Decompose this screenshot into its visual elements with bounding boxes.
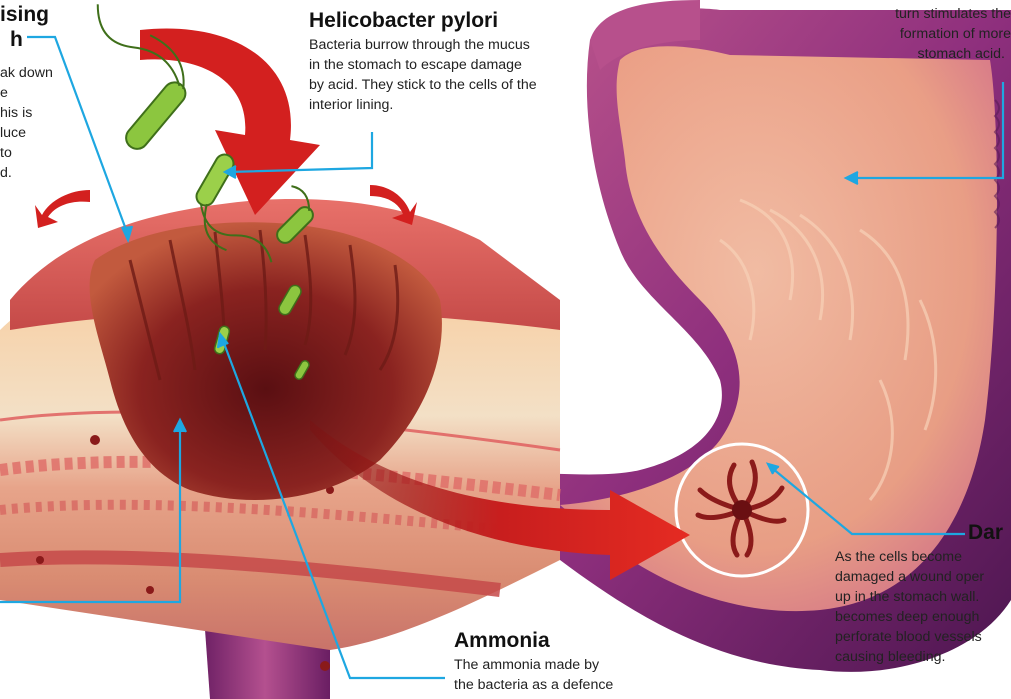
damage-title: Dar bbox=[968, 522, 1003, 544]
raising-body-line: luce bbox=[0, 123, 53, 143]
raising-label: ising h ak down e his is luce to d. bbox=[0, 4, 53, 183]
damage-body-line: damaged a wound oper bbox=[835, 567, 1003, 587]
helicobacter-body-line: by acid. They stick to the cells of the bbox=[309, 75, 537, 95]
damage-body-line: becomes deep enough bbox=[835, 607, 1003, 627]
ammonia-body-line: The ammonia made by bbox=[454, 655, 613, 675]
acid-label: turn stimulates the formation of more st… bbox=[895, 4, 1011, 64]
ammonia-title: Ammonia bbox=[454, 630, 613, 652]
acid-body-line: turn stimulates the bbox=[895, 4, 1011, 24]
raising-title-1: ising bbox=[0, 4, 53, 26]
damage-body-line: causing bleeding. bbox=[835, 647, 1003, 667]
raising-body-line: his is bbox=[0, 103, 53, 123]
damage-body-line: up in the stomach wall. bbox=[835, 587, 1003, 607]
raising-body-line: e bbox=[0, 83, 53, 103]
damage-body-line: As the cells become bbox=[835, 547, 1003, 567]
raising-body-line: ak down bbox=[0, 63, 53, 83]
helicobacter-body-line: in the stomach to escape damage bbox=[309, 55, 537, 75]
helicobacter-label: Helicobacter pylori Bacteria burrow thro… bbox=[309, 10, 537, 115]
ammonia-label: Ammonia The ammonia made by the bacteria… bbox=[454, 630, 613, 695]
damage-label: Dar As the cells become damaged a wound … bbox=[835, 522, 1003, 667]
helicobacter-body-line: Bacteria burrow through the mucus bbox=[309, 35, 537, 55]
tissue-block bbox=[0, 199, 560, 671]
damage-body-line: perforate blood vessels bbox=[835, 627, 1003, 647]
acid-body-line: formation of more bbox=[895, 24, 1011, 44]
helicobacter-body-line: interior lining. bbox=[309, 95, 537, 115]
raising-title-2: h bbox=[10, 29, 53, 51]
acid-body-line: stomach acid. bbox=[895, 44, 1005, 64]
raising-body-line: d. bbox=[0, 163, 53, 183]
ammonia-body-line: the bacteria as a defence bbox=[454, 675, 613, 695]
raising-body-line: to bbox=[0, 143, 53, 163]
helicobacter-title: Helicobacter pylori bbox=[309, 10, 537, 32]
small-arrow-left bbox=[35, 190, 90, 228]
